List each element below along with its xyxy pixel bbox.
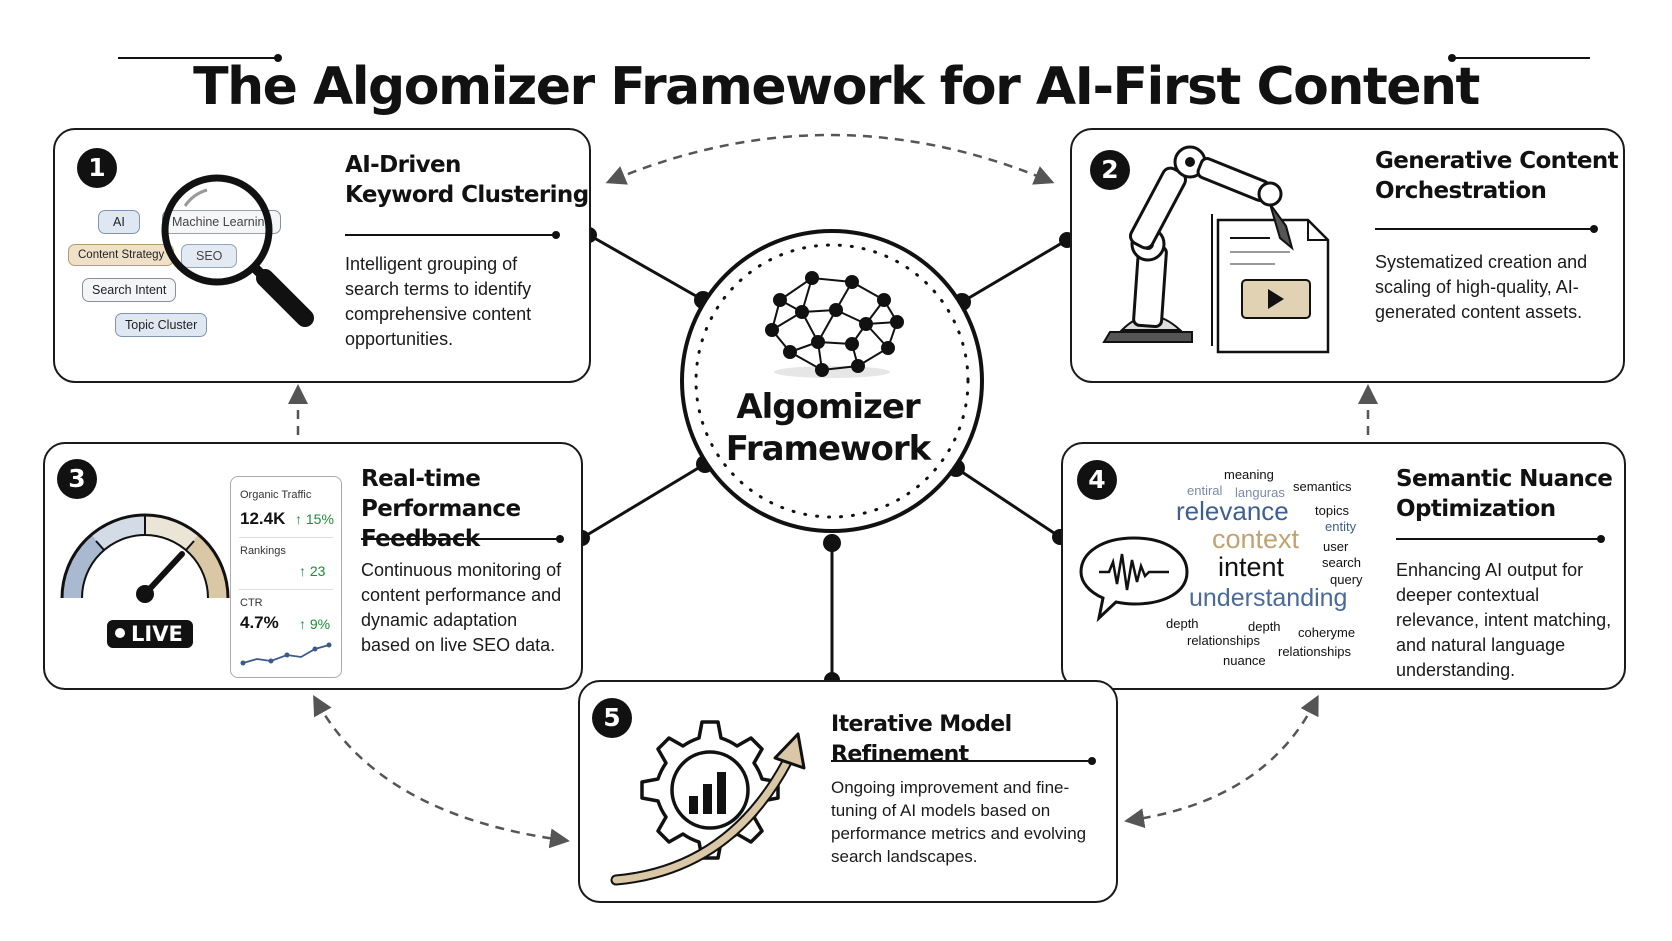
center-label: Algomizer Framework: [698, 386, 958, 470]
live-label: LIVE: [131, 622, 183, 646]
robot-arm-document-icon: [1102, 145, 1330, 354]
word-context: context: [1212, 524, 1300, 554]
step-desc-2: Systematized creation and scaling of hig…: [1375, 252, 1588, 322]
step-card-2: 2 Generative Content Orchestration Syste…: [1070, 128, 1625, 383]
step-badge-2: 2: [1090, 150, 1130, 190]
word-query: query: [1330, 572, 1363, 587]
word-relationships-1: relationships: [1187, 633, 1260, 648]
gear-growth-icon: [610, 720, 806, 886]
step-title-4-line2: Optimization: [1396, 496, 1556, 522]
word-coheryme: coheryme: [1298, 625, 1356, 640]
cycle-arrows: [288, 133, 1378, 849]
title-rule-right: [1448, 54, 1590, 62]
metric-change-rankings: ↑ 23: [299, 563, 326, 579]
step-title-4: Semantic Nuance Optimization: [1396, 464, 1613, 524]
step-title-5: Iterative Model Refinement: [831, 710, 1116, 770]
speedometer-gauge-icon: [60, 513, 230, 603]
step-desc-3: Continuous monitoring of content perform…: [361, 560, 562, 655]
chip-seo: SEO: [181, 244, 238, 268]
chip-content-strategy: Content Strategy: [68, 244, 175, 266]
word-entity: entity: [1325, 519, 1357, 534]
chip-topic-cluster: Topic Cluster: [115, 313, 208, 337]
magnifier-icon: [161, 174, 314, 327]
step-rule-3: [361, 535, 564, 543]
center-label-line1: Algomizer: [736, 387, 920, 427]
step-title-1-line2: Keyword Clustering: [345, 182, 589, 208]
chip-machine-learning: Machine Learning: [162, 210, 282, 234]
step-title-1-line1: AI-Driven: [345, 152, 461, 178]
metric-change-organic-traffic: ↑ 15%: [295, 511, 334, 527]
page-title: The Algomizer Framework for AI-First Con…: [193, 56, 1480, 117]
step-title-3: Real-time Performance Feedback: [361, 464, 581, 554]
title-rule-left: [118, 54, 282, 62]
word-nuance: nuance: [1223, 653, 1266, 668]
step-title-3-line2: Performance Feedback: [361, 496, 521, 552]
metric-change-ctr: ↑ 9%: [299, 616, 331, 632]
step-desc-4: Enhancing AI output for deeper contextua…: [1396, 560, 1612, 680]
metric-label-ctr: CTR: [240, 597, 263, 609]
word-user: user: [1323, 539, 1349, 554]
live-dot-icon: [115, 628, 125, 638]
word-topics: topics: [1315, 503, 1349, 518]
step-rule-2: [1375, 225, 1598, 233]
step-card-5: 5 Iterative Model Refinement Ongoing imp…: [578, 680, 1118, 903]
step-badge-5: 5: [592, 698, 632, 738]
word-semantics: semantics: [1293, 479, 1352, 494]
metric-value-ctr: 4.7%: [240, 613, 279, 632]
step-card-1: 1 AI Machine Learning Content Strategy S…: [53, 128, 591, 383]
metric-value-organic-traffic: 12.4K: [240, 509, 286, 528]
step-card-4: 4 meaning semantics entiral languras rel…: [1061, 442, 1626, 690]
metric-divider: [239, 589, 333, 590]
step-title-1: AI-Driven Keyword Clustering: [345, 150, 589, 210]
chip-ai: AI: [98, 210, 140, 234]
word-intent: intent: [1218, 552, 1285, 582]
word-depth-1: depth: [1166, 616, 1199, 631]
center-label-line2: Framework: [725, 429, 931, 469]
metric-label-organic-traffic: Organic Traffic: [240, 489, 312, 501]
speech-waveform-icon: [1079, 536, 1189, 622]
step-title-2-line1: Generative Content: [1375, 148, 1619, 174]
word-search: search: [1322, 555, 1362, 570]
metric-divider: [239, 537, 333, 538]
step-title-3-line1: Real-time: [361, 466, 481, 492]
word-understanding: understanding: [1189, 584, 1348, 612]
word-meaning: meaning: [1224, 467, 1274, 482]
step-rule-1: [345, 231, 560, 239]
center-hub: [680, 229, 984, 533]
sparkline-icon: [240, 642, 332, 666]
metric-label-rankings: Rankings: [240, 545, 286, 557]
word-entiral: entiral: [1187, 483, 1223, 498]
step-rule-5: [831, 757, 1096, 765]
metrics-panel: Organic Traffic 12.4K ↑ 15% Rankings ↑ 2…: [230, 476, 342, 678]
step-badge-3: 3: [57, 459, 97, 499]
step-badge-1: 1: [77, 148, 117, 188]
word-depth-2: depth: [1248, 619, 1281, 634]
word-relationships-2: relationships: [1278, 644, 1351, 659]
step-desc-5: Ongoing improvement and fine-tuning of A…: [831, 778, 1087, 866]
step-card-3: 3 LIVE Organic Traffic 12.4K ↑ 15% Ranki…: [43, 442, 583, 690]
step-title-2-line2: Orchestration: [1375, 178, 1547, 204]
step-title-4-line1: Semantic Nuance: [1396, 466, 1613, 492]
word-relevance: relevance: [1176, 496, 1289, 526]
step-title-2: Generative Content Orchestration: [1375, 146, 1619, 206]
word-languras: languras: [1235, 485, 1285, 500]
connector-lines: [581, 233, 1068, 680]
step-title-5-line1: Iterative Model Refinement: [831, 712, 1012, 767]
chip-search-intent: Search Intent: [82, 278, 177, 302]
step-desc-1: Intelligent grouping of search terms to …: [345, 254, 532, 349]
step-badge-4: 4: [1077, 460, 1117, 500]
step-rule-4: [1396, 535, 1605, 543]
brain-network-icon: [765, 271, 904, 378]
live-badge: LIVE: [107, 620, 193, 648]
